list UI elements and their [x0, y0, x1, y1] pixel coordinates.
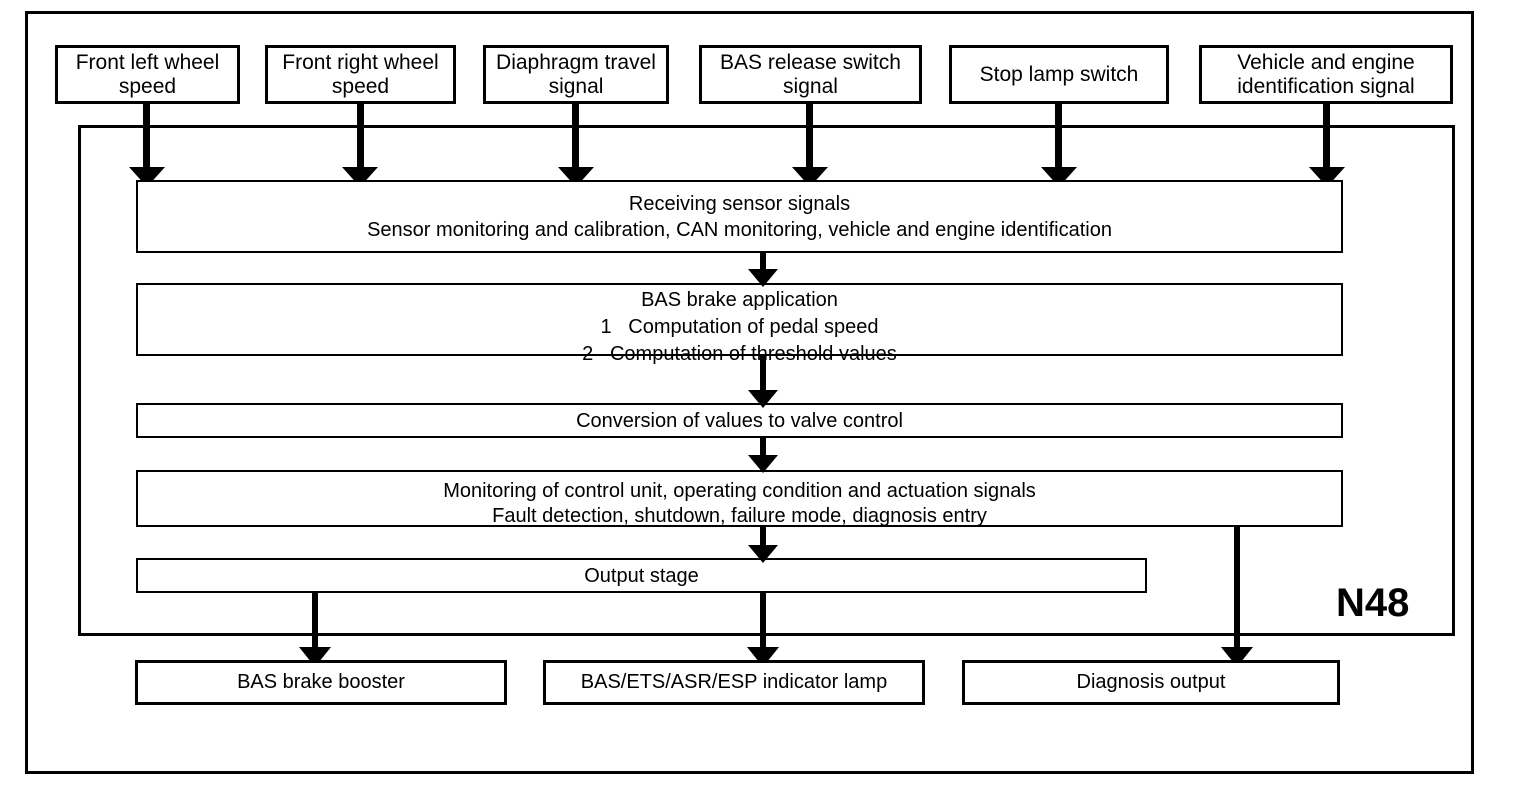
process-line: Output stage — [584, 564, 699, 587]
output-bas-brake-booster: BAS brake booster — [135, 660, 507, 705]
process-line: 2 Computation of threshold values — [582, 343, 897, 365]
input-stop-lamp-switch: Stop lamp switch — [949, 45, 1169, 104]
process-line: BAS brake application — [641, 289, 838, 311]
output-indicator-lamp: BAS/ETS/ASR/ESP indicator lamp — [543, 660, 925, 705]
input-front-right-wheel-speed: Front right wheel speed — [265, 45, 456, 104]
input-diaphragm-travel-signal: Diaphragm travel signal — [483, 45, 669, 104]
process-output-stage: Output stage — [136, 558, 1147, 593]
process-line: 1 Computation of pedal speed — [600, 316, 879, 338]
process-line: Sensor monitoring and calibration, CAN m… — [367, 218, 1112, 241]
control-unit-label: N48 — [1336, 581, 1410, 625]
input-bas-release-switch-signal: BAS release switch signal — [699, 45, 922, 104]
process-line: Conversion of values to valve control — [576, 409, 903, 432]
process-line: Receiving sensor signals — [628, 192, 851, 215]
input-front-left-wheel-speed: Front left wheel speed — [55, 45, 240, 104]
control-unit-box — [78, 125, 1455, 636]
process-monitoring-control-unit: Monitoring of control unit, operating co… — [136, 470, 1343, 527]
process-conversion-valve-control: Conversion of values to valve control — [136, 403, 1343, 438]
output-diagnosis: Diagnosis output — [962, 660, 1340, 705]
process-receiving-sensor-signals: Receiving sensor signals Sensor monitori… — [136, 180, 1343, 253]
input-vehicle-engine-identification-signal: Vehicle and engine identification signal — [1199, 45, 1453, 104]
page-frame — [25, 11, 1474, 774]
process-line: Fault detection, shutdown, failure mode,… — [492, 505, 987, 527]
process-bas-brake-application: BAS brake application 1 Computation of p… — [136, 283, 1343, 365]
process-line: Monitoring of control unit, operating co… — [443, 480, 1036, 502]
